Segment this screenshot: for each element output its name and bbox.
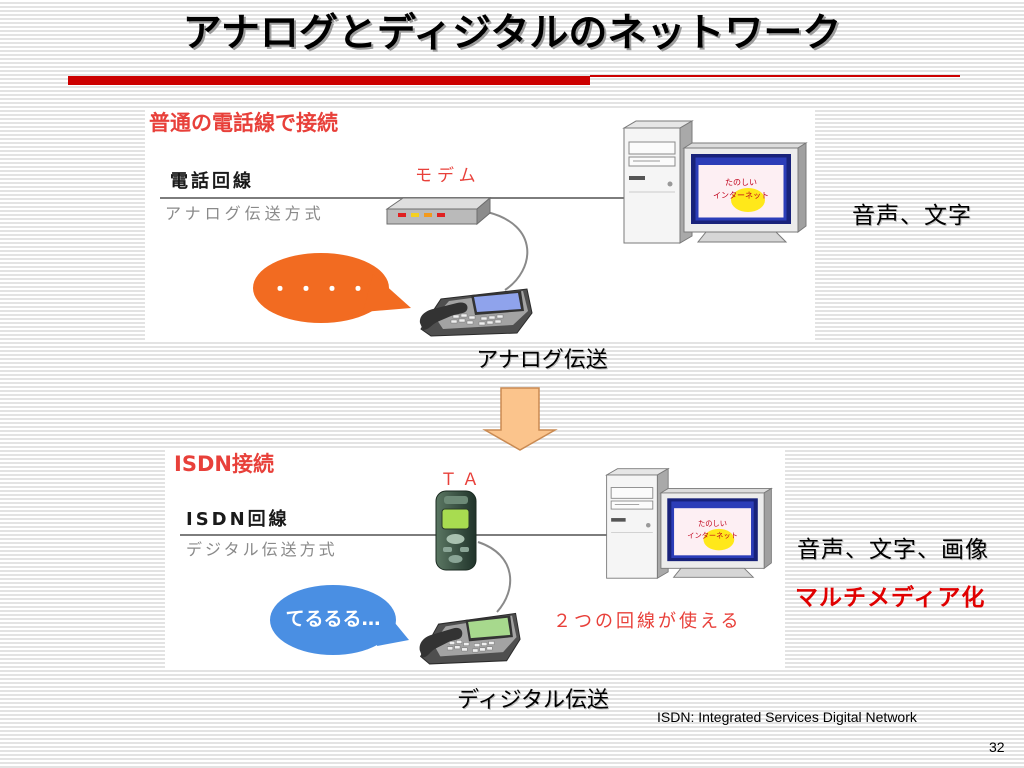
- modem-icon: [385, 196, 492, 226]
- analog-speech-bubble: [253, 253, 411, 323]
- computer-icon: たのしい インターネット: [604, 467, 773, 579]
- analog-connection-panel: 普通の電話線で接続 電話回線 アナログ伝送方式 モデム ・・・・: [145, 108, 815, 340]
- multimedia-highlight: マルチメディア化: [795, 585, 986, 611]
- computer-tower: [622, 120, 694, 244]
- ta-label: ＴＡ: [440, 470, 484, 490]
- analog-capability: 音声、文字: [852, 203, 972, 229]
- slide-title: アナログとディジタルのネットワーク: [182, 11, 842, 56]
- analog-heading: 普通の電話線で接続: [149, 111, 338, 135]
- title-underline-line: [590, 75, 960, 77]
- isdn-line-label: ISDN回線: [186, 509, 290, 530]
- ta-phone-cord: [477, 541, 512, 613]
- computer-icon: たのしい インターネット: [622, 120, 808, 244]
- telephone-icon: [419, 288, 533, 337]
- screen-text-line2: インターネット: [713, 191, 769, 200]
- terminal-adapter-icon: [435, 490, 477, 571]
- two-lines-note: ２つの回線が使える: [553, 611, 742, 632]
- computer-tower: [604, 467, 670, 579]
- page-number: 32: [989, 739, 1005, 755]
- digital-bubble-text: てるるる…: [285, 608, 381, 630]
- digital-panel-art: [180, 534, 609, 655]
- isdn-connection-panel: ISDN接続 ISDN回線 デジタル伝送方式 ＴＡ てるるる…: [165, 450, 785, 670]
- analog-line-label: 電話回線: [170, 171, 254, 192]
- digital-method-label: デジタル伝送方式: [186, 540, 338, 559]
- digital-caption: ディジタル伝送: [456, 688, 610, 713]
- title-underline-bar: [68, 76, 590, 85]
- down-arrow-icon: [482, 387, 558, 451]
- computer-monitor: たのしい インターネット: [659, 487, 773, 578]
- analog-caption: アナログ伝送: [476, 348, 608, 373]
- telephone-icon: [419, 612, 521, 665]
- screen-text-line1: たのしい: [725, 178, 757, 187]
- analog-bubble-text: ・・・・: [270, 277, 374, 301]
- digital-capability: 音声、文字、画像: [797, 537, 989, 563]
- isdn-footnote: ISDN: Integrated Services Digital Networ…: [657, 709, 917, 725]
- screen-text-line2: インターネット: [687, 531, 738, 540]
- modem-phone-cord: [486, 211, 529, 291]
- isdn-heading: ISDN接続: [174, 452, 274, 476]
- analog-panel-art: [160, 197, 627, 323]
- digital-speech-bubble: [270, 585, 409, 655]
- computer-monitor: たのしい インターネット: [682, 142, 808, 243]
- modem-label: モデム: [415, 166, 481, 186]
- screen-text-line1: たのしい: [698, 519, 727, 528]
- analog-method-label: アナログ伝送方式: [165, 204, 325, 223]
